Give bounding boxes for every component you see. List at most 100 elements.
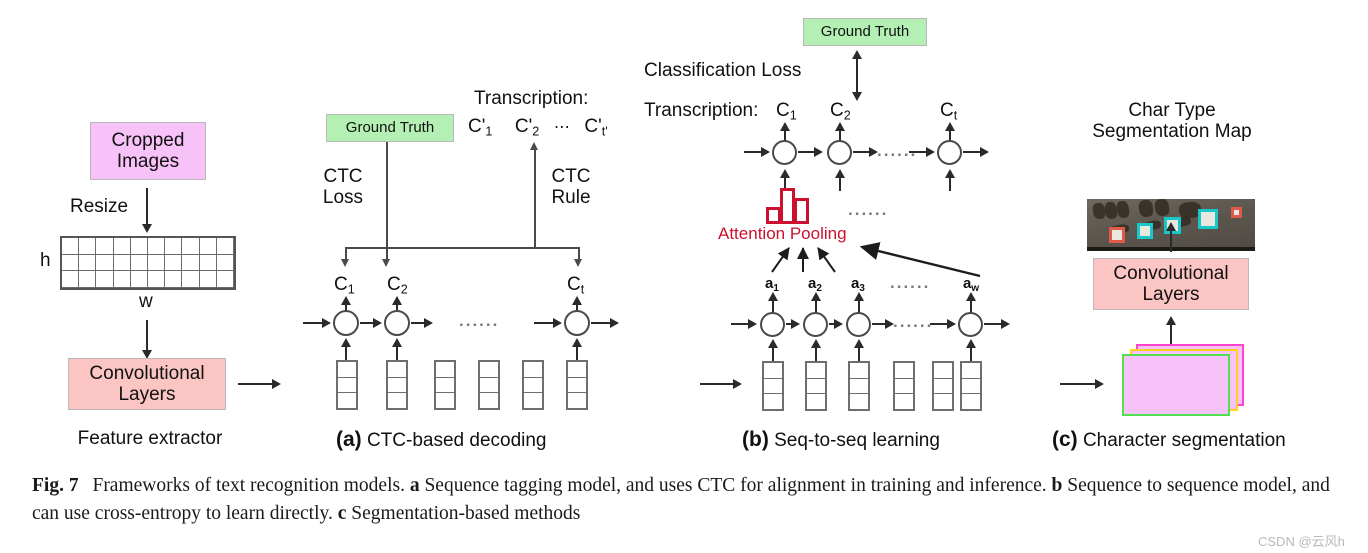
panel-a-rnn-out-shaft [591,322,611,324]
attention-pooling-bars [766,188,812,224]
grid-cell [216,238,234,255]
panel-c-conv-label-line1: Convolutional [1113,262,1229,284]
panel-b-enc-link-shaft-4 [930,323,948,325]
panel-a-caption: (a) CTC-based decoding [336,428,547,452]
panel-a-rule-vline [534,150,536,248]
seg-char-box-5 [1231,207,1242,218]
panel-b-att-up-shaft-2 [839,175,841,191]
grid-cell [79,271,97,288]
seg-blob [1115,200,1131,219]
panel-b-classification-arrow-head-up [852,50,862,59]
panel-b-feat-up-shaft-2 [815,345,817,361]
panel-b-input-arrow-head [733,379,742,389]
panel-b-decoder-node-1 [772,140,797,165]
panel-b-dec-link-head-1 [814,147,823,157]
panel-b-enc-in-shaft [731,323,749,325]
panel-b-dec-out-head-3 [945,122,955,131]
panel-c-conv-label-line2: Layers [1142,284,1200,305]
panel-a-output-3: Ct [567,274,585,297]
grid-cell [130,271,148,288]
panel-b-feat-up-head-4 [966,339,976,348]
panel-a-bus-arrow-1 [341,259,349,267]
panel-b-encoder-node-ellipsis: ...... [893,312,934,331]
panel-b-encoder-node-2 [803,312,828,337]
panel-a-rnn-ellipsis: ...... [459,311,500,330]
panel-b-dec-link-head-2 [869,147,878,157]
panel-b-encoder-label-ellipsis: ...... [890,273,931,292]
panel-c-conv-to-map-shaft [1170,228,1172,252]
panel-a-rnn-link-head-2 [424,318,433,328]
panel-b-feature-column [762,361,784,411]
panel-a-feat-up-head-2 [392,338,402,347]
grid-cell [79,238,97,255]
grid-cell [216,254,234,272]
panel-b-dec-out-shaft-2 [839,128,841,144]
panel-c-feature-map-stack [1120,344,1250,418]
panel-a-feature-column [386,360,408,410]
panel-b-dec-link-head-3 [926,147,935,157]
panel-a-ground-truth-box: Ground Truth [326,114,454,142]
grid-cell [148,238,166,255]
panel-a-ground-truth-label: Ground Truth [345,118,435,136]
panel-a-bus-drop-1 [345,247,347,261]
panel-a-ctc-rule-line2: Rule [551,187,591,209]
panel-a-rnn-out-head [610,318,619,328]
grid-cell [216,271,234,288]
panel-b-tag: (b) [742,428,769,451]
grid-cell [165,238,183,255]
panel-b-feat-up-shaft-1 [772,345,774,361]
panel-b-encoder-output-3: a3 [851,275,865,294]
panel-a-output-1: C1 [334,274,355,297]
extractor-to-a-arrow-head [272,379,281,389]
grid-cell [96,238,114,255]
panel-a-rnn-link-shaft-3 [534,322,554,324]
extractor-to-a-arrow-shaft [238,383,274,385]
caption-c-tag: c [337,502,347,524]
panel-c-tag: (c) [1052,428,1078,451]
feature-map-layer-front [1122,354,1230,416]
grid-cell [182,254,200,272]
panel-b-enc-out-shaft [984,323,1002,325]
panel-c-conv-box: Convolutional Layers [1093,258,1249,310]
panel-a-feature-column [434,360,456,410]
grid-width-label: w [139,291,153,312]
seg-char-box-1 [1109,227,1125,243]
panel-a-feature-column [522,360,544,410]
panel-a-rnn-link-head-3 [553,318,562,328]
panel-a-rnn-node-1 [333,310,359,336]
panel-a-rnn-node-3 [564,310,590,336]
panel-b-enc-out-head-2 [811,292,821,301]
grid-cell [130,254,148,272]
panel-c-map-title-line1: Char Type [1128,100,1216,121]
panel-b-dec-out-shaft [963,151,981,153]
panel-b-feature-column [932,361,954,411]
attention-bar-2 [780,188,795,224]
panel-b-enc-link-shaft-3 [872,323,886,325]
panel-b-enc-out-head-4 [966,292,976,301]
panel-b-att-up-head-1 [780,169,790,178]
panel-b-att-up-shaft-3 [949,175,951,191]
panel-b-decoder-node-3 [937,140,962,165]
cropped-images-box: Cropped Images [90,122,206,180]
panel-a-feat-up-shaft-3 [576,344,578,360]
panel-a-bus-line [345,247,580,249]
panel-a-rnn-link-shaft-2 [411,322,425,324]
panel-a-rnn-link-shaft-1 [360,322,374,324]
panel-b-feature-column [960,361,982,411]
panel-b-att-up-head-2 [835,169,845,178]
attention-bar-3 [794,198,809,224]
panel-b-att-up-shaft-1 [784,175,786,191]
panel-b-enc-out-shaft-2 [815,298,817,313]
panel-b-ground-truth-box: Ground Truth [803,18,927,46]
panel-a-feat-up-shaft-1 [345,344,347,360]
seg-blob [1137,199,1155,218]
panel-a-ctc-loss-line2: Loss [322,187,364,209]
panel-b-decoder-ellipsis: ...... [877,141,918,160]
panel-b-feat-up-head-3 [854,339,864,348]
grid-cell [182,238,200,255]
resize-arrow-shaft [146,188,148,226]
caption-a-tag: a [409,475,420,496]
grid-cell [199,271,217,288]
grid-cell [199,238,217,255]
